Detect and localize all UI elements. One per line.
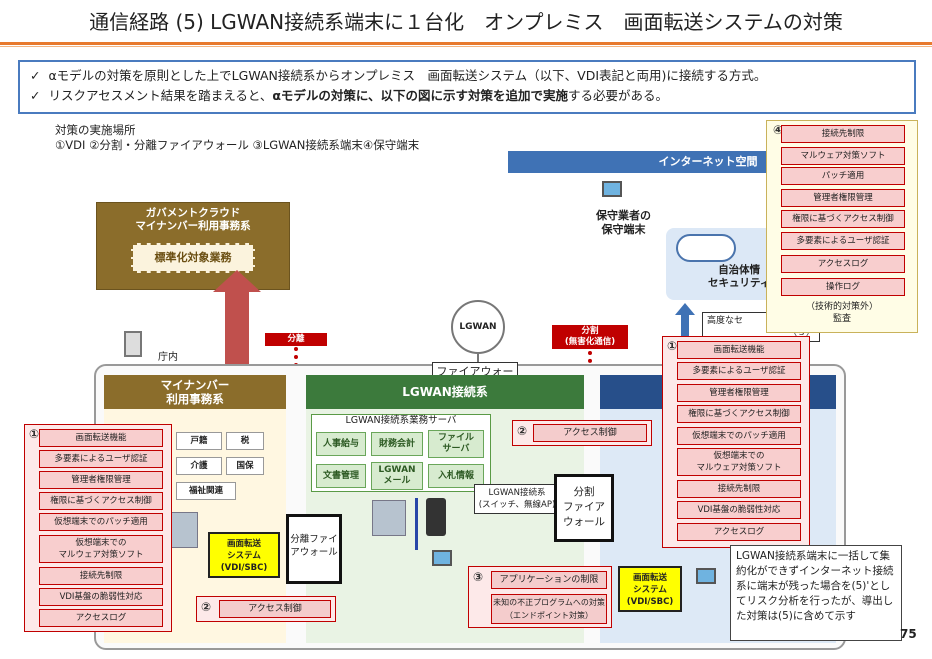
measure-item: 管理者権限管理 [677, 384, 801, 402]
check-icon: ✓ [30, 88, 41, 103]
title-divider [0, 42, 932, 45]
vdi-left: 画面転送 システム (VDI/SBC) [208, 532, 280, 578]
panel4-footer: （技術的対策外） 監査 [805, 302, 878, 324]
measure-item: マルウェア対策ソフト [781, 147, 905, 165]
maintenance-pc-icon [602, 181, 622, 197]
tile-kokuho: 国保 [226, 457, 264, 475]
measures-panel-2-split: ② アクセス制御 [512, 420, 652, 446]
measure-item: 権限に基づくアクセス制御 [781, 210, 905, 228]
server-tower-icon [426, 498, 446, 536]
measure-item: 仮想端末での マルウェア対策ソフト [39, 535, 163, 563]
measure-item: 権限に基づくアクセス制御 [677, 405, 801, 423]
implementation-places: 対策の実施場所 ①VDI ②分割・分離ファイアウォール ③LGWAN接続系端末④… [55, 123, 420, 152]
panel-number: ① [29, 427, 40, 441]
tile-kaigo: 介護 [176, 457, 222, 475]
measure-item: 未知の不正プログラムへの対策 （エンドポイント対策） [491, 594, 607, 624]
summary-box: ✓ αモデルの対策を原則とした上でLGWAN接続系からオンプレミス 画面転送シス… [18, 60, 916, 114]
lgwan-terminal-icon [432, 550, 452, 566]
mynumber-segment-title: マイナンバー 利用事務系 [104, 375, 286, 409]
measures-panel-4: ④ 接続先制限 マルウェア対策ソフト パッチ適用 管理者権限管理 権限に基づくア… [766, 120, 918, 333]
measure-item: 操作ログ [781, 278, 905, 296]
panel-number: ④ [773, 123, 784, 137]
measure-item: 接続先制限 [677, 480, 801, 498]
measures-panel-2-separation: ② アクセス制御 [196, 596, 336, 622]
measure-item: 接続先制限 [39, 567, 163, 585]
measure-item: 多要素によるユーザ認証 [781, 232, 905, 250]
panel-number: ② [517, 424, 528, 438]
measure-item: 画面転送機能 [677, 341, 801, 359]
panel-number: ② [201, 600, 212, 614]
lgwan-segment-title: LGWAN接続系 [306, 375, 584, 409]
building-icon [124, 331, 142, 357]
cloud-icon [676, 234, 736, 262]
summary-line-2: ✓ リスクアセスメント結果を踏まえると、αモデルの対策に、以下の図に示す対策を追… [30, 88, 669, 103]
measure-item: 管理者権限管理 [39, 471, 163, 489]
measure-item: 多要素によるユーザ認証 [39, 450, 163, 468]
summary-line-1: ✓ αモデルの対策を原則とした上でLGWAN接続系からオンプレミス 画面転送シス… [30, 68, 767, 83]
measure-item: 仮想端末での マルウェア対策ソフト [677, 448, 801, 476]
measures-panel-3: ③ アプリケーションの制限 未知の不正プログラムへの対策 （エンドポイント対策） [468, 566, 612, 628]
measure-item: アクセス制御 [219, 600, 331, 618]
standard-business-box: 標準化対象業務 [131, 243, 255, 273]
measure-item: 権限に基づくアクセス制御 [39, 492, 163, 510]
lgwan-switch-label: LGWAN接続系 (スイッチ、無線AP) [474, 484, 560, 514]
tile-welfare: 福祉関連 [176, 482, 236, 500]
tile-koseki: 戸籍 [176, 432, 222, 450]
measure-item: 画面転送機能 [39, 429, 163, 447]
server-file: ファイル サーバ [428, 430, 484, 458]
page-number: 75 [900, 627, 917, 641]
vdi-right: 画面転送 システム (VDI/SBC) [618, 566, 682, 612]
check-icon: ✓ [30, 68, 41, 83]
separation-firewall: 分離ファイ アウォール [286, 514, 342, 584]
page-title: 通信経路 (5) LGWAN接続系端末に１台化 オンプレミス 画面転送システムの… [89, 10, 843, 34]
office-label: 庁内 [158, 352, 178, 363]
measures-panel-1-right: ① 画面転送機能 多要素によるユーザ認証 管理者権限管理 権限に基づくアクセス制… [662, 336, 810, 548]
lgwan-network: LGWAN [451, 300, 505, 354]
separation-tag: 分離 [265, 333, 327, 346]
split-tag: 分割 (無害化通信) [552, 325, 628, 349]
server-accounting: 財務会計 [371, 432, 423, 456]
server-mail: LGWAN メール [371, 462, 423, 490]
security-cloud-label: 自治体情 セキュリティ [708, 264, 771, 289]
measure-item: アクセス制御 [533, 424, 647, 442]
lgwan-server-title: LGWAN接続系業務サーバ [345, 415, 457, 426]
measure-item: 多要素によるユーザ認証 [677, 362, 801, 380]
vdi-server-icon [168, 512, 198, 548]
gov-cloud-title: ガバメントクラウド マイナンバー利用事務系 [135, 207, 251, 232]
panel-number: ① [667, 339, 678, 353]
panel-number: ③ [473, 570, 484, 584]
measure-item: 仮想端末でのパッチ適用 [39, 513, 163, 531]
maintenance-terminal-label: 保守業者の 保守端末 [596, 209, 651, 236]
measure-item: 管理者権限管理 [781, 189, 905, 207]
measure-item: アプリケーションの制限 [491, 571, 607, 589]
split-firewall: 分割 ファイア ウォール [554, 474, 614, 542]
measure-item: VDI基盤の脆弱性対応 [39, 588, 163, 606]
gov-cloud-box: ガバメントクラウド マイナンバー利用事務系 標準化対象業務 [96, 202, 290, 290]
measures-panel-1-left: ① 画面転送機能 多要素によるユーザ認証 管理者権限管理 権限に基づくアクセス制… [24, 424, 172, 632]
blue-up-arrow-head [675, 303, 695, 315]
double-arrow [415, 498, 418, 550]
measure-item: VDI基盤の脆弱性対応 [677, 501, 801, 519]
server-docs: 文書管理 [316, 464, 366, 488]
measure-item: アクセスログ [39, 609, 163, 627]
server-payroll: 人事給与 [316, 432, 366, 456]
measure-item: 接続先制限 [781, 125, 905, 143]
measure-item: アクセスログ [781, 255, 905, 273]
lgwan-link [477, 354, 479, 368]
title-divider-thin [0, 46, 932, 47]
tile-tax: 税 [226, 432, 264, 450]
up-arrow-head [213, 270, 261, 292]
server-rack-icon [372, 500, 406, 536]
measure-item: パッチ適用 [781, 167, 905, 185]
measure-item: 仮想端末でのパッチ適用 [677, 427, 801, 445]
internet-terminal-icon [696, 568, 716, 584]
measure-item: アクセスログ [677, 523, 801, 541]
note-box: LGWAN接続系端末に一括して集約化ができずインターネット接続系に端末が残った場… [730, 545, 902, 641]
